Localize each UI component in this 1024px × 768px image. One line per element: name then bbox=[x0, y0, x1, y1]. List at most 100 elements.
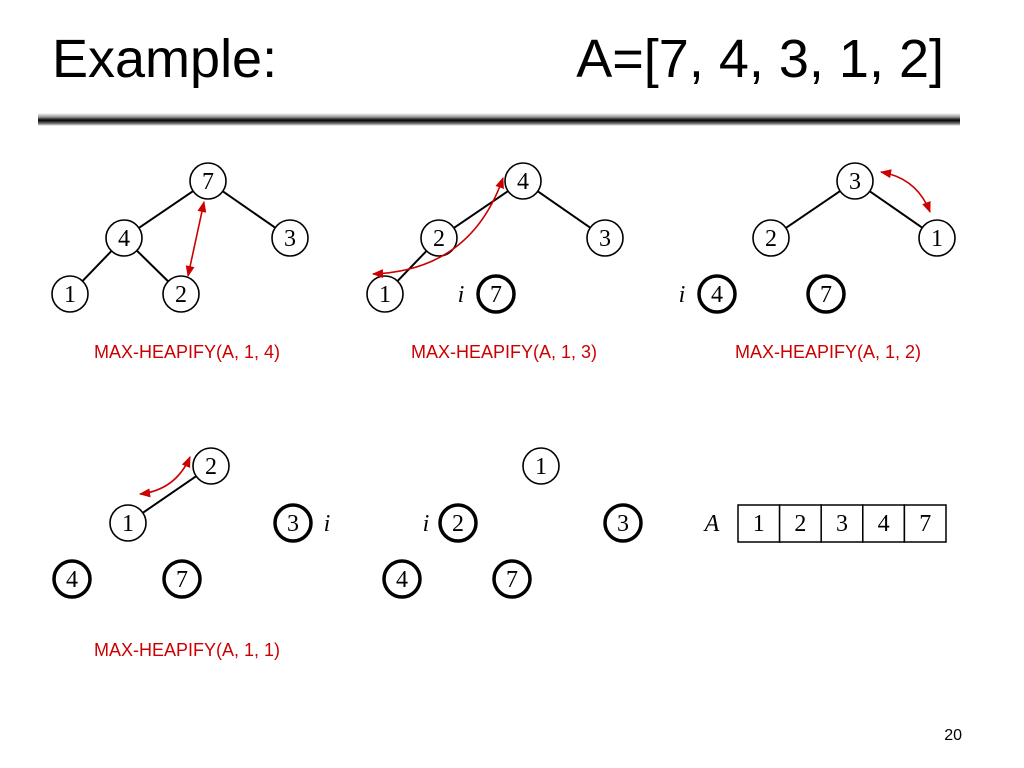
heap-node: 4 bbox=[52, 559, 92, 599]
node-label: 2 bbox=[452, 511, 464, 537]
node-circle bbox=[522, 447, 560, 485]
node-label: 7 bbox=[490, 282, 502, 308]
node-circle bbox=[586, 219, 624, 257]
node-circle bbox=[109, 504, 147, 542]
node-circle bbox=[273, 503, 313, 543]
heap-node: 1 bbox=[366, 275, 404, 313]
tree-edge bbox=[869, 190, 923, 229]
node-label: 4 bbox=[118, 226, 130, 252]
index-i-marker: i bbox=[324, 511, 331, 537]
node-label: 7 bbox=[820, 282, 832, 308]
slide-title: Example: bbox=[52, 29, 278, 89]
node-label: 3 bbox=[849, 169, 861, 195]
heap-node: 3 bbox=[836, 162, 874, 200]
heapify-caption: MAX-HEAPIFY(A, 1, 3) bbox=[411, 342, 597, 362]
heap-node: 4 bbox=[382, 559, 422, 599]
heap-node: 1 bbox=[109, 504, 147, 542]
heap-node: 2 bbox=[162, 275, 200, 313]
node-label: 3 bbox=[599, 226, 611, 252]
node-label: 1 bbox=[931, 226, 943, 252]
array-name-label: A bbox=[703, 511, 720, 537]
node-circle bbox=[105, 219, 143, 257]
node-label: 2 bbox=[765, 226, 777, 252]
swap-arrow bbox=[371, 176, 504, 279]
tree-edge bbox=[138, 190, 194, 229]
array-cell bbox=[903, 504, 947, 543]
node-label: 3 bbox=[287, 511, 299, 537]
tree-edge bbox=[537, 190, 591, 229]
node-circle bbox=[382, 559, 422, 599]
tree-edge bbox=[136, 249, 169, 283]
node-circle bbox=[836, 162, 874, 200]
swap-arrow bbox=[138, 455, 191, 498]
heapify-caption: MAX-HEAPIFY(A, 1, 4) bbox=[94, 342, 280, 362]
heap-node: 2 bbox=[438, 503, 478, 543]
node-circle bbox=[271, 219, 309, 257]
heap-node: 3 bbox=[273, 503, 313, 543]
heap-node: 4 bbox=[504, 162, 542, 200]
node-label: 2 bbox=[175, 282, 187, 308]
array-cell bbox=[820, 504, 864, 543]
node-circle bbox=[192, 447, 230, 485]
node-label: 2 bbox=[205, 454, 217, 480]
node-label: 2 bbox=[433, 226, 445, 252]
node-label: 4 bbox=[396, 567, 408, 593]
node-label: 3 bbox=[617, 511, 629, 537]
tree-edge bbox=[785, 190, 841, 229]
heap-node: 3 bbox=[271, 219, 309, 257]
array-cell-value: 7 bbox=[919, 511, 931, 537]
heap-node: 1 bbox=[918, 219, 956, 257]
tree-edge bbox=[396, 250, 428, 282]
title-divider bbox=[38, 113, 960, 126]
node-circle bbox=[504, 162, 542, 200]
node-circle bbox=[438, 503, 478, 543]
array-title: A=[7, 4, 3, 1, 2] bbox=[576, 29, 944, 89]
node-circle bbox=[189, 162, 227, 200]
heap-panel-5: 1 2 3 4 7 i bbox=[382, 447, 643, 599]
node-circle bbox=[52, 559, 92, 599]
node-label: 1 bbox=[379, 282, 391, 308]
heapify-caption: MAX-HEAPIFY(A, 1, 2) bbox=[735, 342, 921, 362]
heap-node: 7 bbox=[806, 274, 846, 314]
heap-node: 2 bbox=[192, 447, 230, 485]
index-i-marker: i bbox=[423, 511, 430, 537]
node-label: 7 bbox=[202, 169, 214, 195]
heap-node: 4 bbox=[105, 219, 143, 257]
index-i-marker: i bbox=[458, 282, 465, 308]
heap-node: 4 bbox=[697, 274, 737, 314]
node-label: 1 bbox=[64, 282, 76, 308]
heap-node: 7 bbox=[476, 274, 516, 314]
node-label: 4 bbox=[711, 282, 723, 308]
heap-node: 7 bbox=[162, 559, 202, 599]
node-label: 4 bbox=[517, 169, 529, 195]
node-circle bbox=[51, 275, 89, 313]
node-label: 3 bbox=[284, 226, 296, 252]
node-circle bbox=[806, 274, 846, 314]
node-circle bbox=[492, 559, 532, 599]
swap-arrow bbox=[185, 200, 207, 278]
tree-edge bbox=[142, 475, 197, 514]
node-circle bbox=[752, 219, 790, 257]
node-label: 7 bbox=[176, 567, 188, 593]
heap-node: 3 bbox=[586, 219, 624, 257]
heapify-caption: MAX-HEAPIFY(A, 1, 1) bbox=[94, 640, 280, 660]
heap-node: 1 bbox=[51, 275, 89, 313]
node-label: 7 bbox=[506, 567, 518, 593]
array-cell-value: 1 bbox=[753, 511, 765, 537]
node-label: 4 bbox=[66, 567, 78, 593]
heap-node: 1 bbox=[522, 447, 560, 485]
node-circle bbox=[918, 219, 956, 257]
node-circle bbox=[697, 274, 737, 314]
node-circle bbox=[162, 559, 202, 599]
heap-node: 7 bbox=[189, 162, 227, 200]
index-i-marker: i bbox=[679, 282, 686, 308]
array-cell-value: 2 bbox=[794, 511, 806, 537]
heap-node: 7 bbox=[492, 559, 532, 599]
